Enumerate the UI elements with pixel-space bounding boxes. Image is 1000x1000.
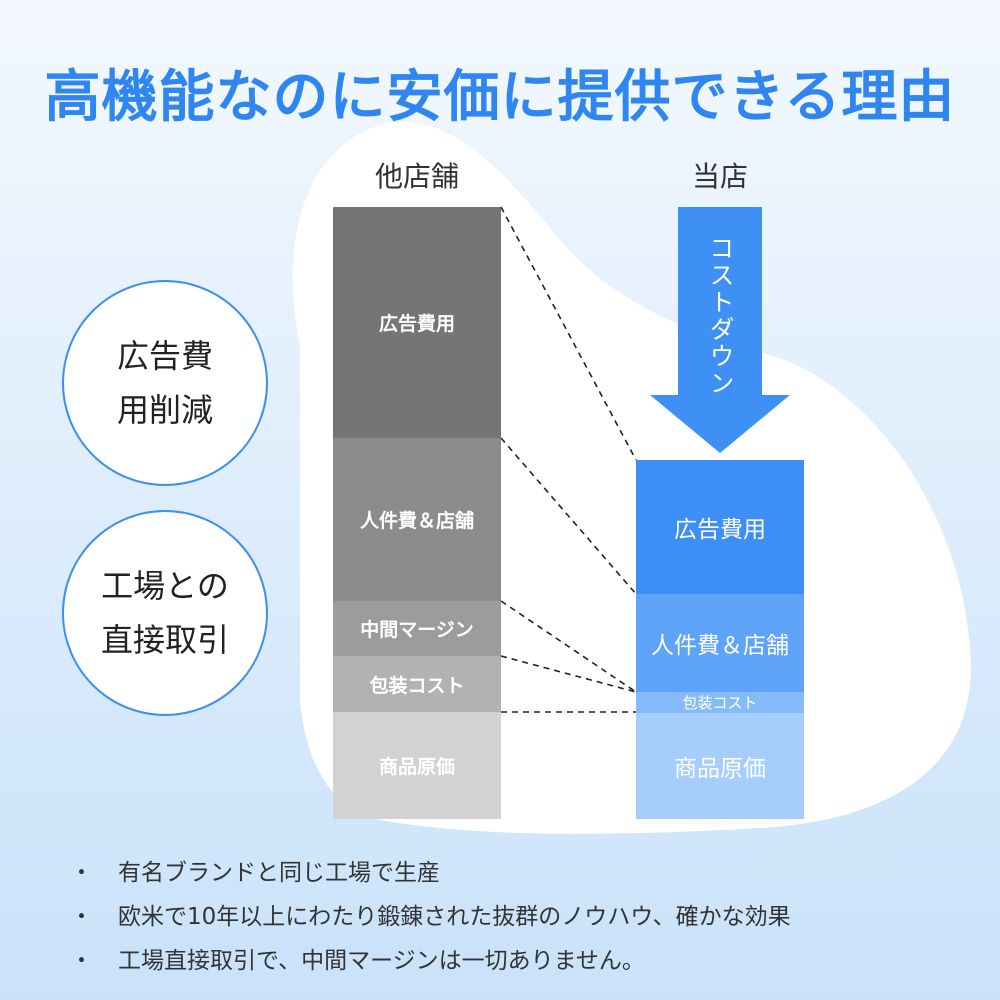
- other-segment-packaging: 包装コスト: [333, 656, 501, 712]
- our-segment-packaging: 包装コスト: [636, 692, 804, 713]
- bullet-marker: ・: [70, 948, 93, 974]
- page-title: 高機能なのに安価に提供できる理由: [44, 65, 956, 130]
- connector-line: [500, 600, 637, 693]
- circle-line: 用削減: [116, 391, 213, 429]
- bullet-item: ・有名ブランドと同じ工場で生産: [70, 853, 440, 887]
- our-segment-personnel-store: 人件費＆店舗: [636, 594, 804, 692]
- other-segment-label: 人件費＆店舗: [359, 510, 474, 532]
- our-segment-label: 包装コスト: [682, 694, 758, 712]
- other-segment-label: 包装コスト: [369, 674, 465, 697]
- bullet-text: 工場直接取引で、中間マージンは一切ありません。: [118, 948, 645, 974]
- other-segment-label: 中間マージン: [360, 619, 474, 641]
- circle-line: 工場との: [101, 566, 229, 605]
- ad-cost-reduction-circle: 広告費 用削減: [62, 280, 268, 486]
- bullet-marker: ・: [70, 904, 93, 930]
- cost-down-label: コストダウン: [706, 235, 735, 397]
- our-segment-advertising: 広告費用: [636, 460, 804, 594]
- our-segment-label: 商品原価: [674, 756, 766, 782]
- connector-line: [500, 206, 637, 461]
- our-segment-label: 人件費＆店舗: [651, 633, 789, 659]
- circle-line: 広告費: [116, 336, 213, 375]
- cost-down-arrow: [650, 207, 790, 453]
- connector-line: [500, 655, 637, 693]
- our-segment-product-cost: 商品原価: [636, 713, 804, 819]
- other-segment-product-cost: 商品原価: [333, 712, 501, 819]
- connector-line: [500, 437, 637, 595]
- our-store-label: 当店: [691, 160, 748, 193]
- bullet-marker: ・: [70, 860, 93, 886]
- direct-factory-trade-circle: 工場との 直接取引: [62, 510, 268, 716]
- other-segment-advertising: 広告費用: [333, 207, 501, 438]
- other-segment-margin: 中間マージン: [333, 601, 501, 656]
- circle-line: 直接取引: [100, 621, 229, 659]
- bullet-text: 有名ブランドと同じ工場で生産: [118, 860, 440, 886]
- other-store-label: 他店舗: [374, 160, 459, 193]
- bullet-item: ・欧米で10年以上にわたり鍛錬された抜群のノウハウ、確かな効果: [70, 897, 791, 931]
- other-segment-label: 広告費用: [378, 313, 455, 335]
- other-segment-label: 商品原価: [378, 756, 455, 778]
- our-segment-label: 広告費用: [674, 517, 766, 543]
- bullet-text: 欧米で10年以上にわたり鍛錬された抜群のノウハウ、確かな効果: [118, 904, 791, 930]
- other-segment-personnel-store: 人件費＆店舗: [333, 438, 501, 601]
- bullet-item: ・工場直接取引で、中間マージンは一切ありません。: [70, 941, 645, 975]
